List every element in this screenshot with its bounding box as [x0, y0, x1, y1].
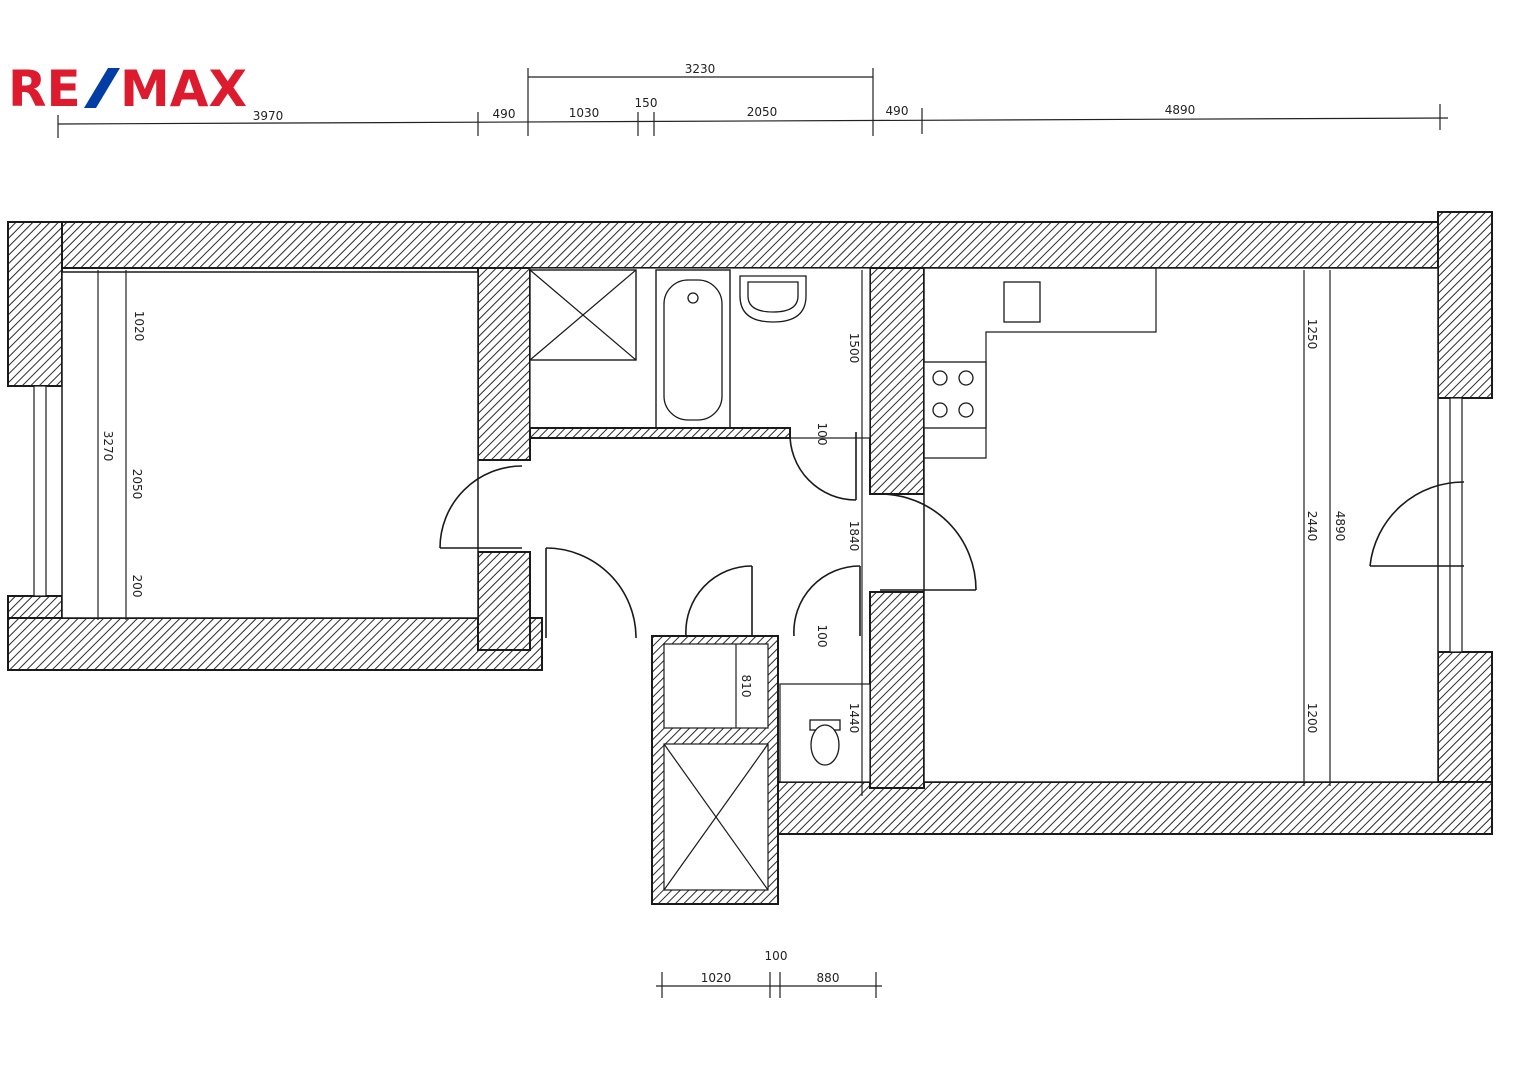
logo-text-re: RE [8, 60, 81, 118]
door-arc-closet [685, 565, 753, 637]
right-room-dims: 1250 2440 4890 1200 [1305, 319, 1347, 734]
bathtub-basin [663, 279, 723, 421]
door-arc-hall [545, 547, 637, 639]
dim-left-3: 2050 [130, 469, 144, 500]
windows [33, 385, 1463, 653]
dim-top-6: 490 [886, 104, 909, 118]
window-right [1449, 397, 1463, 653]
dim-left-1: 1020 [132, 311, 146, 342]
window-left [33, 385, 47, 597]
room-right [923, 267, 1439, 783]
wc [809, 719, 841, 766]
dim-center-6: 1440 [847, 703, 861, 734]
logo-slash [84, 68, 120, 108]
kitchen-sink-icon [1003, 281, 1041, 323]
dim-top-5: 2050 [747, 105, 778, 119]
rooms [61, 267, 1439, 891]
dim-top-overall: 3230 [685, 62, 716, 76]
dim-center-1: 1500 [847, 333, 861, 364]
dim-center-2: 100 [815, 423, 829, 446]
door-arc-right [879, 493, 977, 591]
dim-left-4: 200 [130, 575, 144, 598]
dim-bottom-2: 1020 [701, 971, 732, 985]
dim-top-4: 150 [635, 96, 658, 110]
logo-text-max: MAX [120, 60, 247, 118]
door-arc-balcony [1369, 481, 1465, 567]
toilet-icon [810, 724, 840, 766]
dim-right-3: 4890 [1333, 511, 1347, 542]
door-arc-wc [793, 565, 861, 637]
doors [439, 431, 1465, 639]
dim-center-5: 810 [739, 675, 753, 698]
kitchen [923, 267, 1157, 459]
dim-top-2: 490 [493, 107, 516, 121]
bathroom [529, 267, 871, 439]
dim-left-2: 3270 [101, 431, 115, 462]
dim-right-1: 1250 [1305, 319, 1319, 350]
room-left [61, 271, 479, 619]
center-dims: 1500 100 1840 100 810 1440 [739, 333, 861, 734]
dim-right-4: 1200 [1305, 703, 1319, 734]
dim-center-4: 100 [815, 625, 829, 648]
bottom-dimensions: 100 1020 880 [656, 949, 882, 998]
dim-bottom-3: 880 [817, 971, 840, 985]
door-arc-left [439, 465, 523, 549]
top-dimensions: 3230 3970 490 1030 150 2050 490 4890 [57, 62, 1449, 138]
dim-right-2: 2440 [1305, 511, 1319, 542]
left-room-dims: 1020 3270 2050 200 [101, 311, 146, 598]
room-closet-upper [663, 643, 769, 729]
dim-bottom-1: 100 [765, 949, 788, 963]
stove-icon [923, 361, 987, 429]
dim-top-1: 3970 [253, 109, 284, 123]
interior-dimensions [97, 270, 1331, 796]
dim-top-3: 1030 [569, 106, 600, 120]
dim-center-3: 1840 [847, 521, 861, 552]
remax-logo: RE MAX [8, 60, 247, 118]
dim-top-7: 4890 [1165, 103, 1196, 117]
door-arc-bath [789, 431, 857, 501]
